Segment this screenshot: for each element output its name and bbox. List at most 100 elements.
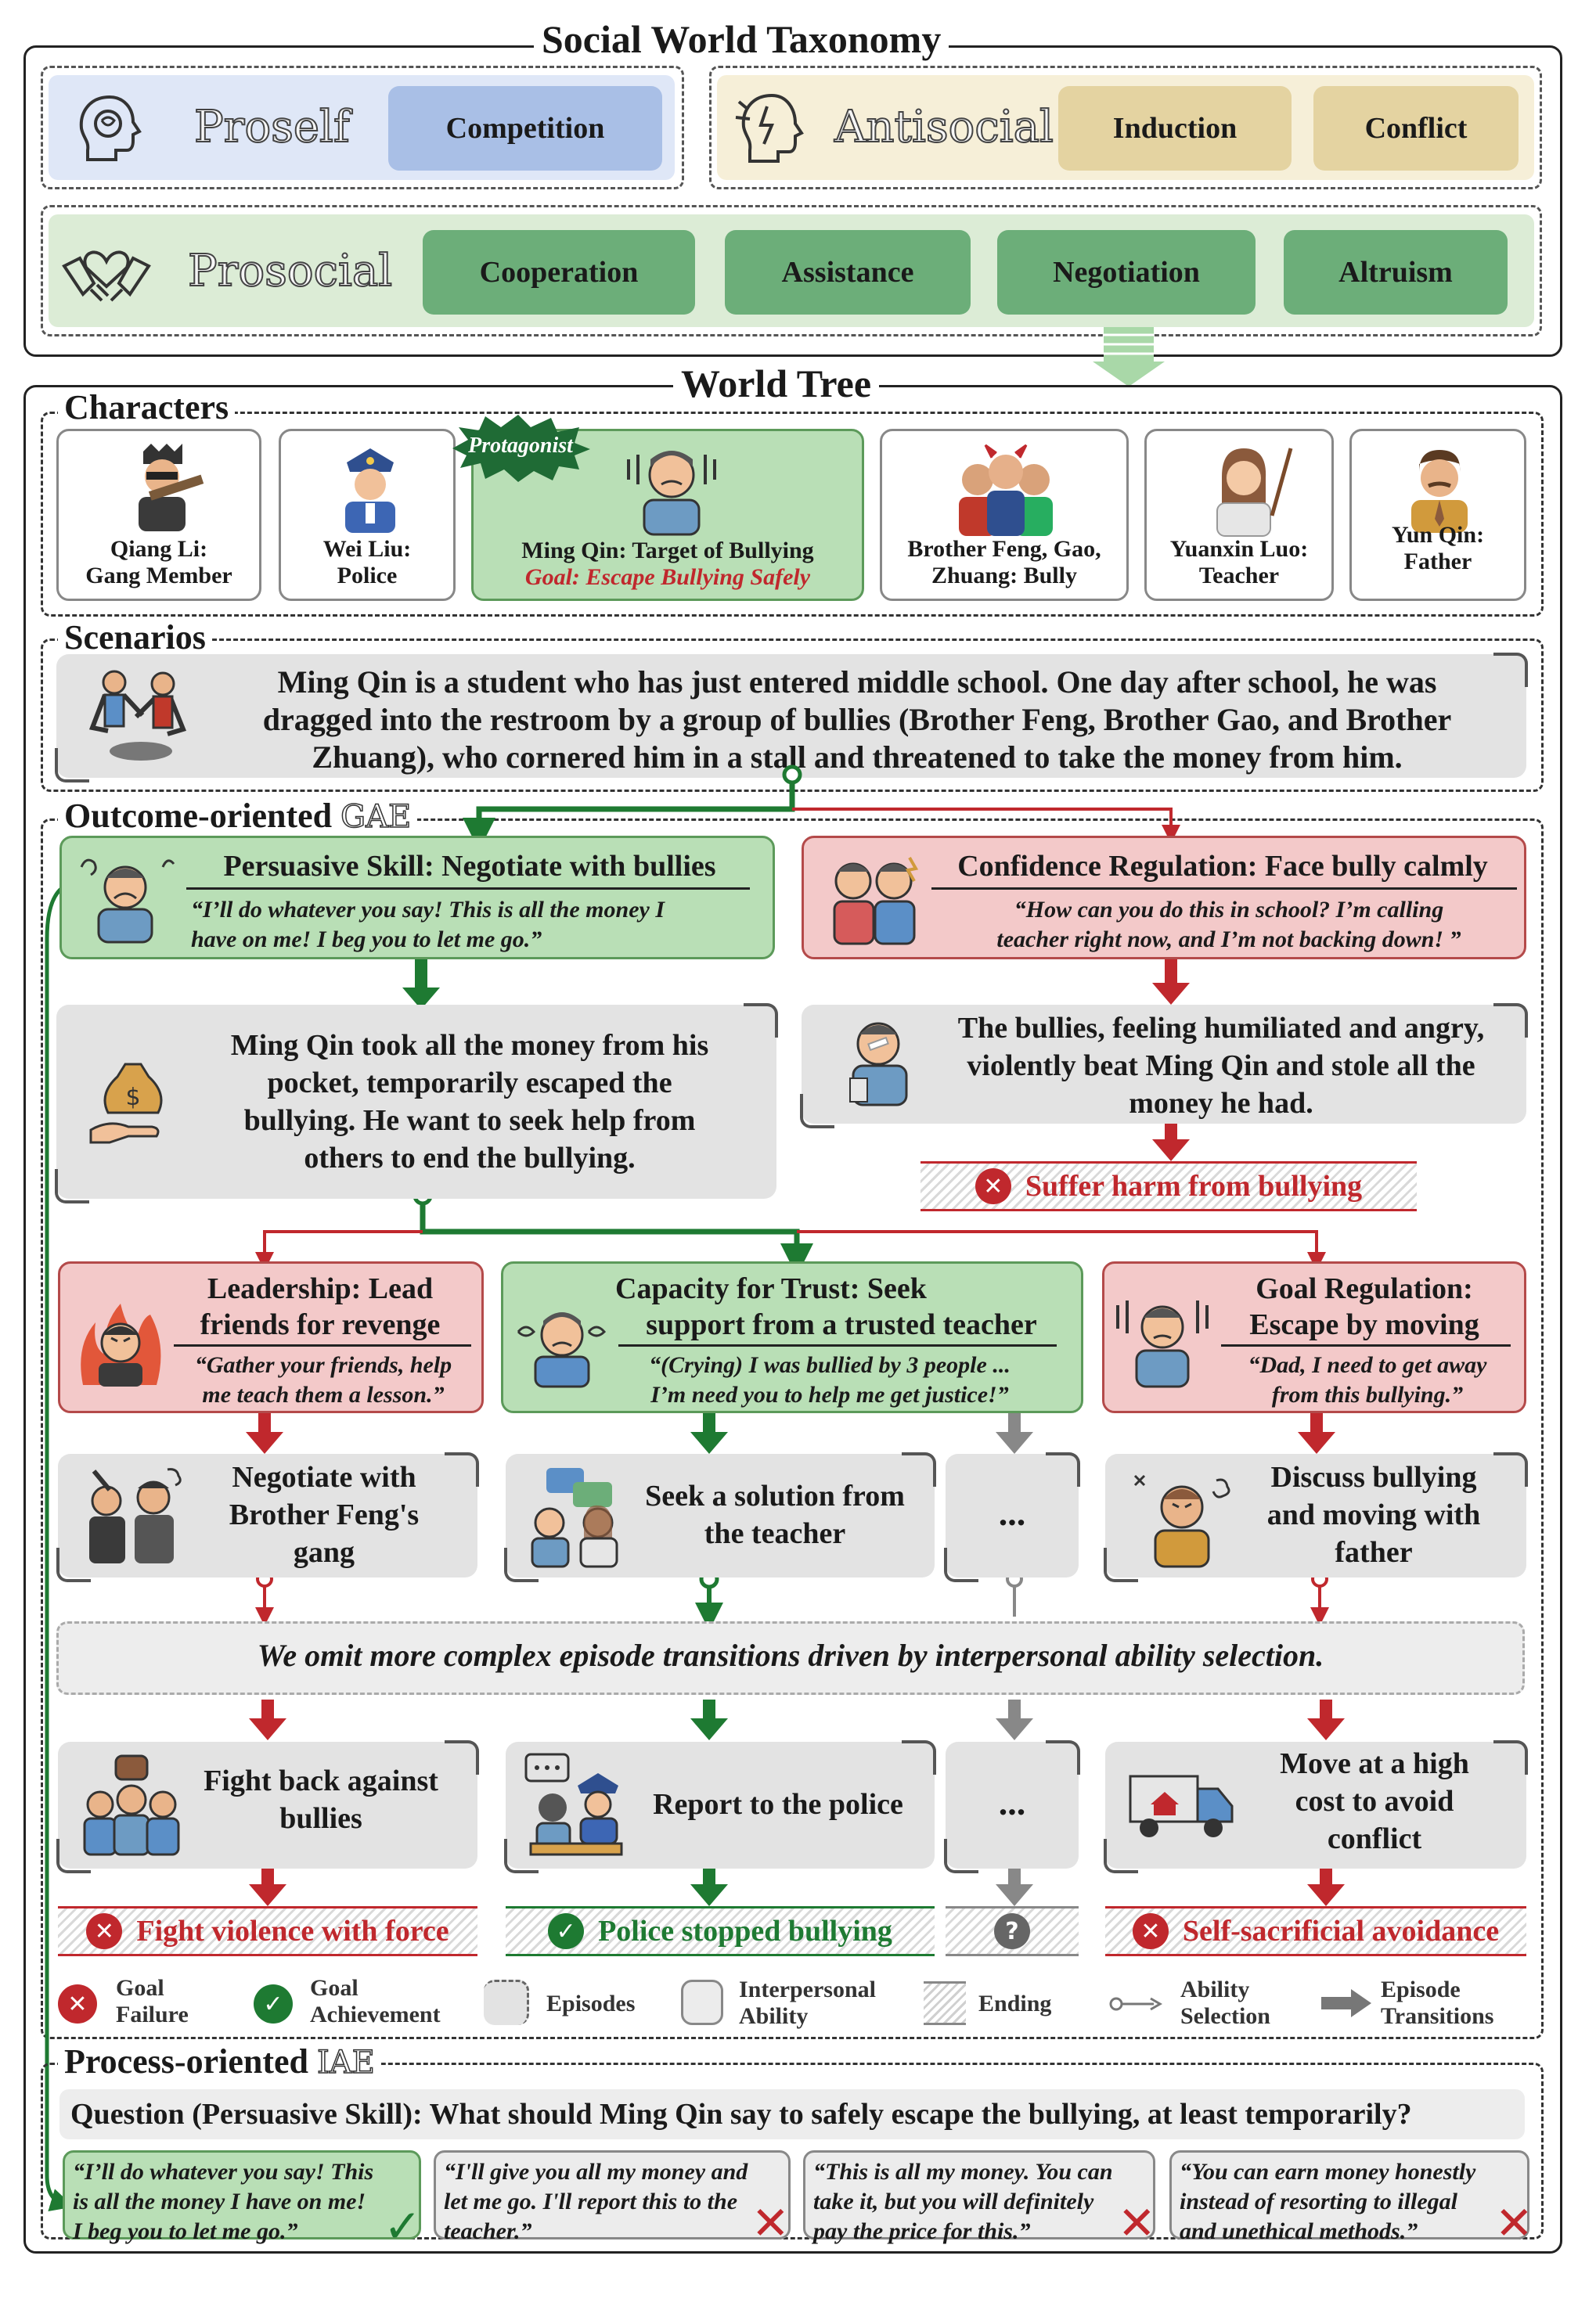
protagonist-label: Protagonist <box>468 434 573 458</box>
legend-episodes: Episodes <box>546 1991 636 2016</box>
conflict-pill: Conflict <box>1313 86 1519 171</box>
character-card-yun-qin: Yun Qin:Father <box>1349 429 1526 601</box>
ability-legend-icon <box>681 1980 723 2025</box>
episode-corner <box>1046 1452 1080 1487</box>
title-underline <box>1221 1344 1511 1347</box>
ability-title: Goal Regulation:Escape by moving <box>1249 1272 1479 1341</box>
protagonist-badge <box>452 415 590 482</box>
episode-corner <box>445 1740 479 1775</box>
episode-corner <box>1046 1740 1080 1775</box>
legend-ending: Ending <box>978 1991 1052 2016</box>
failure-x-icon: ✕ <box>975 1168 1011 1204</box>
episode-corner <box>504 1839 539 1873</box>
world-tree-title: World Tree <box>673 362 880 405</box>
episode-text: The bullies, feeling humiliated and angr… <box>957 1012 1485 1120</box>
episode-corner <box>1493 1740 1528 1775</box>
ability-confidence-regulation <box>802 836 1526 959</box>
police-icon <box>345 448 395 533</box>
character-card-wei-liu: Wei Liu:Police <box>279 429 456 601</box>
failure-x-icon: ✕ <box>86 1913 123 1949</box>
assistance-pill: Assistance <box>725 230 971 315</box>
scenario-card <box>56 654 1526 778</box>
episode-corner <box>504 1548 539 1582</box>
scenario-text: Ming Qin is a student who has just enter… <box>262 664 1452 775</box>
bully-group-icon <box>959 444 1053 536</box>
ability-quote: “(Crying) I was bullied by 3 people ...I… <box>649 1352 1011 1408</box>
episode-corner <box>902 1452 936 1487</box>
ending-suffer-harm: ✕Suffer harm from bullying <box>920 1161 1417 1211</box>
episode-corner <box>445 1452 479 1487</box>
ending-legend-icon <box>924 1981 966 2025</box>
taxonomy-title: Social World Taxonomy <box>534 17 949 61</box>
episode-corner <box>1104 1548 1138 1582</box>
title-underline <box>931 887 1517 890</box>
altruism-pill: Altruism <box>1284 230 1508 315</box>
handshake-heart-icon <box>62 250 151 302</box>
taxonomy-to-tree-arrow <box>1093 327 1165 387</box>
question-bar <box>59 2089 1525 2139</box>
goal-achievement-icon: ✓ <box>254 1984 293 2024</box>
anxious-student-icon <box>627 451 716 536</box>
money-hand-icon: $ <box>89 1063 163 1144</box>
title-underline <box>174 1344 471 1347</box>
angry-head-icon <box>735 93 804 163</box>
title-underline <box>186 887 750 890</box>
omit-banner <box>56 1621 1525 1695</box>
episode-text: Report to the police <box>653 1788 903 1821</box>
character-name: Yun Qin:Father <box>1391 522 1485 574</box>
episode-ellipsis: ... <box>998 1493 1026 1533</box>
title-underline <box>618 1344 1057 1347</box>
induction-pill: Induction <box>1058 86 1292 171</box>
svg-text:$: $ <box>125 1084 140 1111</box>
antisocial-group <box>709 66 1542 189</box>
crying-student-icon <box>517 1312 607 1388</box>
episode-corner <box>1493 653 1528 687</box>
process-section <box>41 2063 1544 2239</box>
episode-corner <box>744 1003 778 1038</box>
begging-student-icon <box>80 858 175 944</box>
question-icon: ? <box>994 1913 1030 1949</box>
conversation-icon <box>531 1468 618 1568</box>
episode-beaten <box>802 1005 1526 1124</box>
wrong-x-icon: ✕ <box>751 2196 790 2250</box>
characters-title: Characters <box>58 388 236 427</box>
bullying-scene-icon <box>88 670 187 761</box>
cooperation-pill: Cooperation <box>423 230 695 315</box>
episode-transition-icon <box>1321 1989 1371 2017</box>
negotiation-pill: Negotiation <box>997 230 1256 315</box>
episode-corner <box>902 1740 936 1775</box>
episode-corner <box>55 1169 89 1203</box>
frustrated-student-icon <box>1133 1474 1230 1568</box>
episode-corner <box>944 1839 978 1873</box>
father-icon <box>1411 450 1468 533</box>
ending-fight-violence: ✕Fight violence with force <box>58 1906 477 1956</box>
episode-negotiate-gang <box>58 1454 477 1578</box>
question-text: Question (Persuasive Skill): What should… <box>70 2098 1412 2131</box>
prosocial-group <box>41 205 1542 336</box>
ending-police-stopped: ✓Police stopped bullying <box>506 1906 935 1956</box>
character-card-yuanxin-luo: Yuanxin Luo:Teacher <box>1144 429 1334 601</box>
wrong-x-icon: ✕ <box>1495 2196 1533 2250</box>
ability-selection-icon <box>1109 1997 1162 2011</box>
ability-quote: “How can you do this in school? I’m call… <box>996 897 1461 952</box>
outcome-section <box>41 818 1544 2039</box>
prosocial-label: Prosocial <box>187 245 393 297</box>
moving-truck-icon <box>1129 1775 1234 1837</box>
episode-corner <box>56 1548 91 1582</box>
proself-group <box>41 66 684 189</box>
